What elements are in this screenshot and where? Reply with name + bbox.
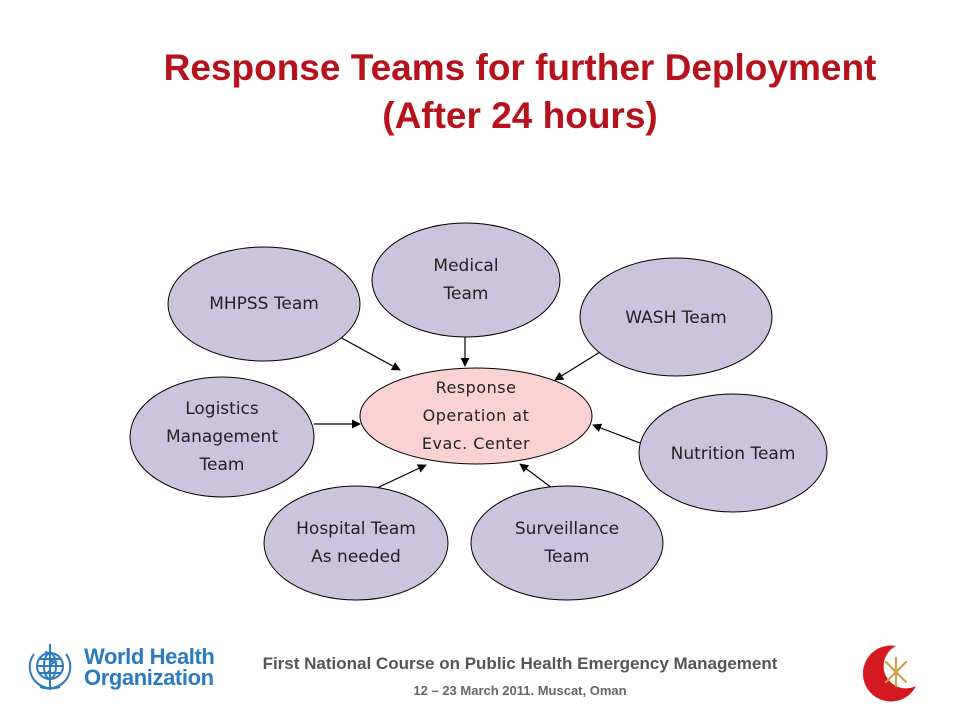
slide-title: Response Teams for further Deployment (A… (0, 44, 960, 140)
node-wash (579, 257, 773, 377)
who-logo-line-2: Organization (84, 665, 214, 690)
node-text-center: Response Operation at Evac. Center (372, 372, 580, 460)
node-medical (371, 222, 561, 338)
node-label-line: WASH Team (625, 308, 727, 328)
node-text-logistics: Logistics Management Team (132, 392, 312, 482)
node-label-line: As needed (311, 547, 401, 567)
node-text-wash: WASH Team (584, 273, 768, 363)
slide-title-line-1: Response Teams for further Deployment (163, 47, 877, 88)
edge-mhpss (337, 335, 401, 371)
node-label-line: Surveillance (514, 519, 620, 539)
node-label-line: Logistics (185, 399, 259, 419)
node-text-medical: Medical Team (380, 236, 552, 324)
node-hospital (263, 485, 449, 601)
footer-course-title: First National Course on Public Health E… (262, 654, 778, 673)
edge-nutrition (592, 423, 641, 444)
node-text-mhpss: MHPSS Team (172, 260, 356, 348)
node-center (359, 367, 593, 465)
node-label-line: Response (435, 378, 517, 397)
node-nutrition (638, 393, 828, 513)
nodes (129, 222, 828, 601)
who-logo-line-1: World Health (84, 644, 215, 669)
node-text-hospital: Hospital Team As needed (266, 499, 446, 587)
slide-title-line-2: (After 24 hours) (382, 95, 658, 136)
edges (314, 335, 641, 489)
node-logistics (129, 376, 315, 498)
red-crescent-emblem-icon (862, 645, 916, 702)
node-label-line: Nutrition Team (670, 444, 796, 464)
node-label-line: Hospital Team (296, 519, 416, 539)
who-emblem-icon (28, 644, 72, 690)
node-label-line: Medical (433, 256, 499, 276)
node-label-line: Operation at (422, 406, 530, 425)
footer-dates: 12 – 23 March 2011. Muscat, Oman (413, 683, 627, 698)
node-surveillance (470, 485, 664, 601)
node-label-line: Evac. Center (421, 434, 531, 453)
node-label-line: Team (443, 284, 489, 304)
edge-surveillance (519, 463, 553, 489)
node-mhpss (167, 246, 361, 362)
node-label-line: Team (544, 547, 590, 567)
node-label-line: Team (199, 455, 245, 475)
edge-wash (554, 351, 601, 381)
node-label-line: MHPSS Team (209, 294, 319, 314)
node-text-surveillance: Surveillance Team (475, 499, 659, 587)
who-logo-text: World Health Organization (84, 644, 215, 690)
edge-hospital (376, 464, 427, 489)
node-label-line: Management (166, 427, 278, 447)
node-text-nutrition: Nutrition Team (641, 409, 825, 499)
